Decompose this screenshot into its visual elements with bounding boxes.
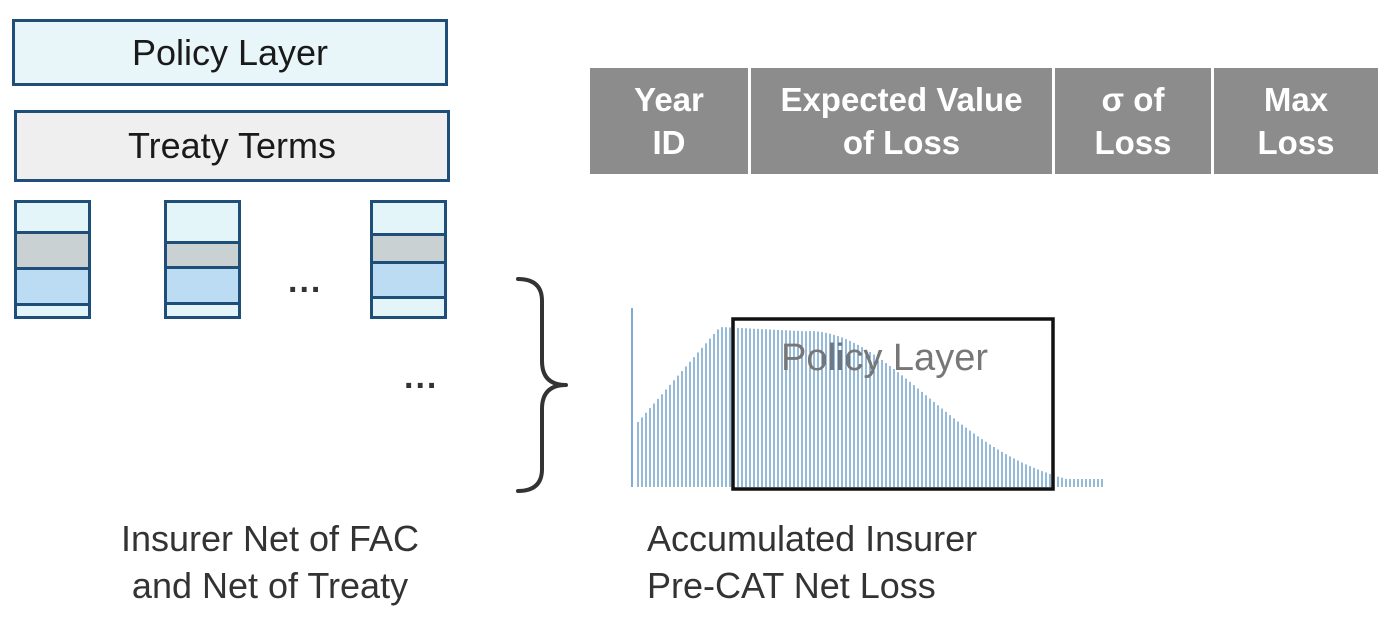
- right-caption-line2: Pre-CAT Net Loss: [647, 565, 936, 606]
- ellipsis-row: ...: [288, 262, 323, 300]
- policy-layer-label: Policy Layer: [131, 31, 329, 73]
- layer-stack-3: [370, 200, 447, 319]
- loss-histogram: Policy Layer: [631, 308, 1103, 491]
- treaty-terms-label: Treaty Terms: [127, 125, 337, 166]
- stack-band-gray: [167, 241, 238, 266]
- stack-band-blue: [17, 267, 88, 303]
- left-caption-line2: and Net of Treaty: [131, 565, 409, 606]
- curly-brace: [516, 277, 568, 493]
- treaty-terms-box: Treaty Terms: [14, 110, 450, 182]
- policy-layer-overlay-label: Policy Layer: [781, 337, 988, 379]
- stack-band-gray: [373, 233, 444, 261]
- stack-band-gray: [17, 231, 88, 267]
- stack-band-blue: [167, 266, 238, 302]
- right-caption: Accumulated Insurer Pre-CAT Net Loss: [647, 515, 1067, 609]
- stack-band-light: [373, 296, 444, 316]
- stack-band-light: [167, 302, 238, 316]
- stack-band-light: [167, 203, 238, 241]
- ellipsis-below: ...: [404, 358, 439, 396]
- stack-band-blue: [373, 261, 444, 296]
- layer-stack-1: [14, 200, 91, 319]
- histogram-bars: [631, 308, 1103, 487]
- policy-layer-rect: [731, 317, 1055, 491]
- policy-layer-box: Policy Layer: [12, 19, 448, 86]
- right-caption-line1: Accumulated Insurer: [647, 518, 978, 559]
- stack-band-light: [17, 303, 88, 316]
- stack-band-light: [373, 203, 444, 233]
- stack-band-light: [17, 203, 88, 231]
- left-caption-line1: Insurer Net of FAC: [120, 518, 420, 559]
- layer-stack-2: [164, 200, 241, 319]
- left-caption: Insurer Net of FAC and Net of Treaty: [100, 515, 440, 609]
